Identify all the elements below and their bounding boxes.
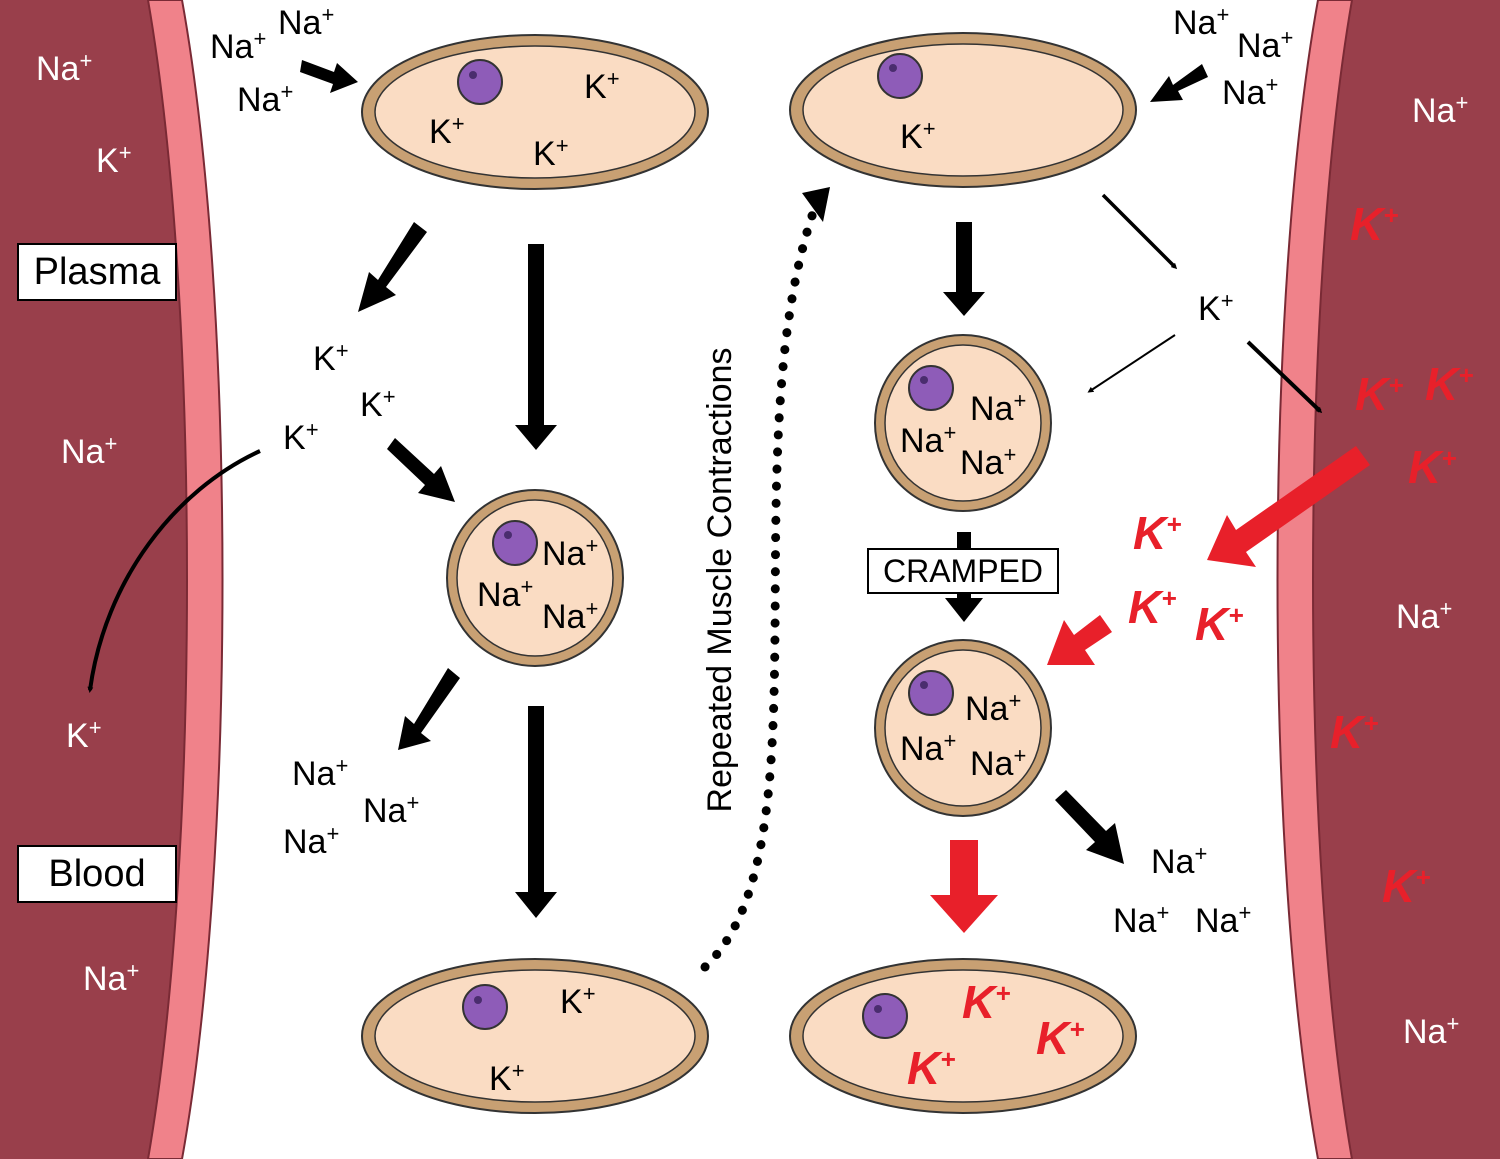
plasma-label: Plasma bbox=[17, 243, 177, 301]
svg-text:Na+: Na+ bbox=[542, 533, 598, 573]
svg-text:Na+: Na+ bbox=[36, 48, 92, 88]
svg-text:K+: K+ bbox=[96, 140, 132, 180]
svg-text:K+: K+ bbox=[1425, 358, 1473, 410]
nucleus-icon bbox=[908, 365, 954, 411]
arrow-icon bbox=[87, 193, 1323, 693]
nucleus-icon bbox=[877, 53, 923, 99]
svg-text:Na+: Na+ bbox=[210, 26, 266, 66]
cell-right-bottom bbox=[789, 958, 1137, 1114]
svg-text:K+: K+ bbox=[907, 1042, 955, 1094]
svg-text:Na+: Na+ bbox=[237, 79, 293, 119]
right-blood-vessel bbox=[1276, 0, 1500, 1159]
svg-text:K+: K+ bbox=[584, 66, 620, 106]
svg-text:K+: K+ bbox=[1330, 706, 1378, 758]
svg-text:K+: K+ bbox=[489, 1058, 525, 1098]
nucleus-icon bbox=[908, 670, 954, 716]
svg-text:Na+: Na+ bbox=[1396, 596, 1452, 636]
cell-right-cramped bbox=[874, 639, 1052, 817]
svg-text:Na+: Na+ bbox=[900, 728, 956, 768]
cell-left-bottom bbox=[361, 958, 709, 1114]
svg-text:Na+: Na+ bbox=[283, 821, 339, 861]
nucleus-icon bbox=[862, 993, 908, 1039]
svg-text:K+: K+ bbox=[360, 384, 396, 424]
svg-text:Na+: Na+ bbox=[1222, 72, 1278, 112]
svg-text:K+: K+ bbox=[1133, 507, 1181, 559]
svg-text:K+: K+ bbox=[1195, 598, 1243, 650]
svg-text:Na+: Na+ bbox=[1113, 900, 1169, 940]
cell-left-top bbox=[361, 34, 709, 190]
svg-text:Na+: Na+ bbox=[292, 753, 348, 793]
svg-text:Na+: Na+ bbox=[363, 790, 419, 830]
svg-text:K+: K+ bbox=[1355, 368, 1403, 420]
svg-text:Na+: Na+ bbox=[61, 431, 117, 471]
svg-text:K+: K+ bbox=[313, 338, 349, 378]
svg-text:K+: K+ bbox=[1382, 860, 1430, 912]
cramped-label: CRAMPED bbox=[867, 548, 1059, 594]
nucleus-icon bbox=[462, 984, 508, 1030]
svg-text:K+: K+ bbox=[900, 116, 936, 156]
svg-text:K+: K+ bbox=[429, 111, 465, 151]
svg-text:K+: K+ bbox=[962, 976, 1010, 1028]
nucleus-icon bbox=[457, 59, 503, 105]
arrow-icon bbox=[930, 446, 1370, 933]
svg-text:Na+: Na+ bbox=[965, 688, 1021, 728]
svg-text:Na+: Na+ bbox=[970, 743, 1026, 783]
cell-left-middle bbox=[446, 489, 624, 667]
svg-text:Na+: Na+ bbox=[960, 442, 1016, 482]
svg-text:K+: K+ bbox=[1350, 198, 1398, 250]
svg-text:Na+: Na+ bbox=[83, 958, 139, 998]
svg-text:K+: K+ bbox=[533, 133, 569, 173]
svg-text:Na+: Na+ bbox=[900, 420, 956, 460]
nucleus-icon bbox=[492, 520, 538, 566]
cell-right-middle bbox=[874, 334, 1052, 512]
svg-text:K+: K+ bbox=[66, 715, 102, 755]
arrow-icon bbox=[300, 60, 1208, 918]
svg-text:Na+: Na+ bbox=[1151, 841, 1207, 881]
svg-text:K+: K+ bbox=[1036, 1012, 1084, 1064]
blood-label: Blood bbox=[17, 845, 177, 903]
cell-right-top bbox=[789, 32, 1137, 188]
svg-text:K+: K+ bbox=[283, 417, 319, 457]
repeated-contractions-arrow bbox=[700, 187, 830, 972]
svg-text:Na+: Na+ bbox=[970, 388, 1026, 428]
svg-text:Na+: Na+ bbox=[278, 2, 334, 42]
svg-text:K+: K+ bbox=[1128, 581, 1176, 633]
svg-text:K+: K+ bbox=[1408, 441, 1456, 493]
svg-text:K+: K+ bbox=[1198, 288, 1234, 328]
svg-text:Na+: Na+ bbox=[1195, 900, 1251, 940]
svg-text:Na+: Na+ bbox=[477, 574, 533, 614]
svg-text:K+: K+ bbox=[560, 981, 596, 1021]
red-potassium-ion-icon: K+ K+ K+ K+ K+ K+ K+ K+ K+ K+ K+ K+ bbox=[907, 198, 1473, 1094]
svg-text:Na+: Na+ bbox=[1237, 25, 1293, 65]
svg-text:Na+: Na+ bbox=[1403, 1011, 1459, 1051]
svg-text:Na+: Na+ bbox=[1412, 90, 1468, 130]
repeated-contractions-label: Repeated Muscle Contractions bbox=[701, 347, 739, 813]
svg-text:Na+: Na+ bbox=[1173, 2, 1229, 42]
svg-text:Na+: Na+ bbox=[542, 596, 598, 636]
black-ion-labels: Na+ K+ Na+ K+ Na+ Na+ Na+ Na+ Na+ Na+ Na… bbox=[36, 2, 1468, 1098]
